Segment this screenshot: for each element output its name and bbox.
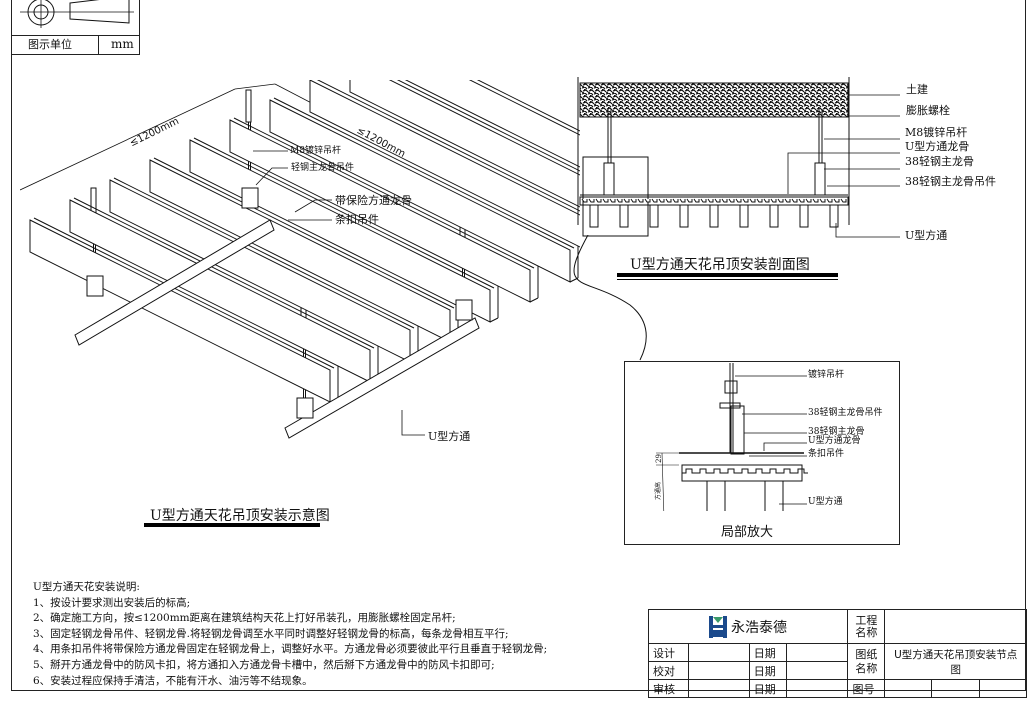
note-item: 5、掰开方通龙骨中的防风卡扣，将方通扣入方通龙骨卡槽中，然后掰下方通龙骨中的防风… xyxy=(33,658,495,671)
u-tube-section xyxy=(709,204,719,228)
hanger-bracket xyxy=(241,187,259,209)
drawing-no-cell xyxy=(931,679,981,698)
u-tube xyxy=(309,80,580,248)
main-keel xyxy=(74,219,275,346)
company-cell: 永浩泰德 xyxy=(647,609,849,644)
drawing-name-label: 图纸名称 xyxy=(847,643,886,680)
section-label: U型方通龙骨 xyxy=(905,140,970,153)
section-label: U型方通 xyxy=(905,229,948,242)
u-tube-section xyxy=(589,204,599,228)
detail-label: 条扣吊件 xyxy=(808,449,845,459)
detail-connector-curve xyxy=(573,235,647,361)
section-label: 膨胀螺栓 xyxy=(906,104,950,117)
detail-box xyxy=(624,361,900,545)
main-keel xyxy=(284,317,480,439)
hanger-bracket xyxy=(455,299,473,321)
company-name: 永浩泰德 xyxy=(730,619,787,636)
note-item: 4、用条扣吊件将带保险方通龙骨固定在轻钢龙骨上，调整好水平。方通龙骨必须要彼此平… xyxy=(33,643,548,656)
u-tube-section xyxy=(679,204,689,228)
section-view-title: U型方通天花吊顶安装剖面图 xyxy=(630,257,810,273)
detail-label: U型方通龙骨 xyxy=(808,436,861,446)
section-label: 38轻钢主龙骨 xyxy=(905,155,974,168)
note-item: 2、确定施工方向，按≤1200mm距离在建筑结构天花上打好吊装孔，用膨胀螺栓固定… xyxy=(33,612,456,625)
note-item: 3、固定轻钢龙骨吊件、轻钢龙骨.将轻钢龙骨调至水平同时调整好轻钢龙骨的标高，每条… xyxy=(33,627,509,640)
dimension-29: 29 xyxy=(654,454,663,463)
installation-notes: U型方通天花安装说明: 1、按设计要求测出安装后的标高; 2、确定施工方向，按≤… xyxy=(33,580,547,689)
project-name-value xyxy=(884,609,1027,644)
drawing-no-label: 图号 xyxy=(847,679,886,698)
hanger-bracket xyxy=(86,275,104,297)
u-tube-section xyxy=(829,204,839,228)
label-hanger: 轻钢主龙骨吊件 xyxy=(291,163,355,173)
project-name-label: 工程名称 xyxy=(847,609,886,644)
detail-label: U型方通 xyxy=(808,497,843,507)
title-block: 永浩泰德 工程名称 设计 日期 图纸名称 U型方通天花吊顶安装节点图 校对 日期… xyxy=(647,609,1027,698)
drawing-no-cell xyxy=(884,679,933,698)
label-safety-keel: 带保险方通龙骨 xyxy=(335,194,412,207)
u-tube-section xyxy=(619,204,629,228)
section-diagram xyxy=(577,77,900,238)
title-underline xyxy=(617,273,838,277)
unit-value: mm xyxy=(111,37,134,51)
hanger-bracket xyxy=(296,397,314,419)
date-value xyxy=(785,661,849,680)
notes-heading: U型方通天花安装说明: xyxy=(33,581,140,593)
note-item: 1、按设计要求测出安装后的标高; xyxy=(33,596,191,609)
role-value xyxy=(687,679,750,698)
u-tube xyxy=(404,80,580,168)
role-value xyxy=(687,661,750,680)
company-logo xyxy=(709,615,728,638)
role-label: 审核 xyxy=(648,679,689,698)
role-label: 校对 xyxy=(648,661,689,680)
label-clip: 条扣吊件 xyxy=(335,213,379,226)
role-label: 设计 xyxy=(648,643,689,662)
drawing-no-cell xyxy=(979,679,1027,698)
title-underline xyxy=(617,279,838,280)
note-item: 6、安装过程应保持手清洁，不能有汗水、油污等不结现象。 xyxy=(33,674,313,687)
iso-view-title: U型方通天花吊顶安装示意图 xyxy=(150,508,330,524)
detail-label: 38轻钢主龙骨吊件 xyxy=(808,408,883,418)
section-label: M8镀锌吊杆 xyxy=(905,126,968,139)
u-tube-section xyxy=(769,204,779,228)
u-tube xyxy=(349,80,580,208)
u-tube-section xyxy=(649,204,659,228)
title-underline xyxy=(144,523,320,527)
date-label: 日期 xyxy=(748,643,787,662)
drawing-name-value: U型方通天花吊顶安装节点图 xyxy=(884,643,1027,680)
detail-label: 镀锌吊杆 xyxy=(808,370,845,380)
u-tube-section xyxy=(739,204,749,228)
detail-label: 38轻钢主龙骨 xyxy=(808,427,865,437)
date-value xyxy=(785,643,849,662)
label-m8-rod: M8镀锌吊杆 xyxy=(290,146,341,156)
date-label: 日期 xyxy=(748,679,787,698)
u-tube-section xyxy=(799,204,809,228)
date-label: 日期 xyxy=(748,661,787,680)
section-label: 土建 xyxy=(906,83,928,96)
isometric-diagram xyxy=(20,80,580,439)
concrete-slab xyxy=(579,82,849,118)
clip-teeth xyxy=(681,465,808,474)
first-angle-projection-icon xyxy=(20,0,134,28)
dimension-tube-height: 方通高 xyxy=(655,481,663,501)
unit-label: 图示单位 xyxy=(28,38,72,51)
detail-view-title: 局部放大 xyxy=(721,525,774,540)
label-u-tube: U型方通 xyxy=(428,430,471,443)
role-value xyxy=(687,643,750,662)
legend-box: 图示单位 mm xyxy=(11,0,140,55)
detail-diagram xyxy=(656,363,808,511)
date-value xyxy=(785,679,849,698)
dimension-line-left xyxy=(20,88,236,191)
section-label: 38轻钢主龙骨吊件 xyxy=(905,175,996,188)
detail-callout-box xyxy=(582,156,649,237)
drawing-frame xyxy=(11,0,1026,691)
